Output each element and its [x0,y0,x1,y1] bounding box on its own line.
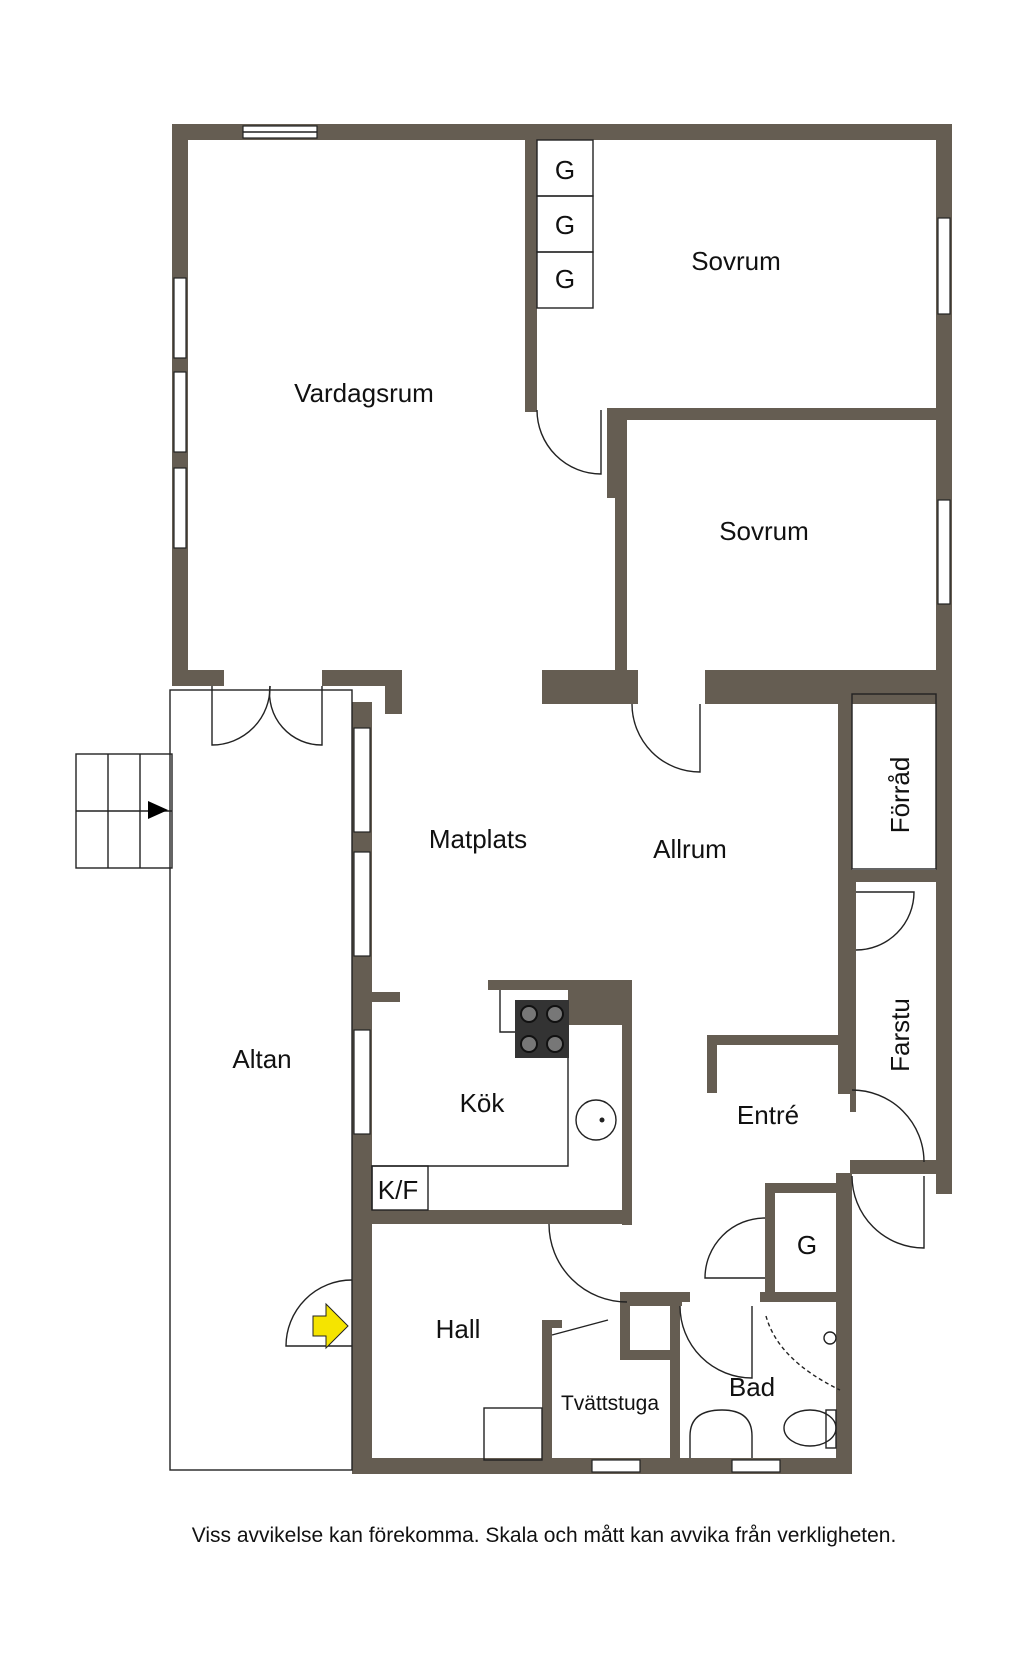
label-sovrum-1: Sovrum [691,246,781,276]
label-forrad: Förråd [885,757,915,834]
toilet-icon [783,1409,837,1447]
kitchen-counter [371,990,617,1211]
label-wardrobe-3: G [555,264,575,294]
label-allrum: Allrum [653,834,727,864]
laundry-machine [483,1407,543,1461]
label-tvattstuga: Tvättstuga [561,1392,659,1415]
altan-deck [75,689,353,1471]
label-entre: Entré [737,1100,799,1130]
label-vardagsrum: Vardagsrum [294,378,434,408]
walls [172,124,952,1474]
sink-icon [575,1099,617,1141]
label-bad: Bad [729,1372,775,1402]
label-wardrobe-1: G [555,155,575,185]
doors [211,409,925,1379]
windows [173,125,951,1473]
label-kok: Kök [460,1088,506,1118]
label-altan: Altan [232,1044,291,1074]
disclaimer: Viss avvikelse kan förekomma. Skala och … [192,1524,897,1547]
bathroom-fixtures [689,1315,841,1458]
entrance-arrow-icon [312,1302,349,1350]
label-hall: Hall [436,1314,481,1344]
stairs-arrow-icon [148,801,168,819]
wardrobes [536,139,594,309]
label-kf: K/F [378,1175,418,1205]
washbasin-icon [689,1409,753,1458]
label-sovrum-2: Sovrum [719,516,809,546]
label-g-closet: G [797,1230,817,1260]
label-farstu: Farstu [885,998,915,1072]
label-matplats: Matplats [429,824,527,854]
shower-curtain-icon [765,1315,841,1391]
room-labels: Vardagsrum Sovrum Sovrum Matplats Allrum… [232,155,915,1415]
label-wardrobe-2: G [555,210,575,240]
